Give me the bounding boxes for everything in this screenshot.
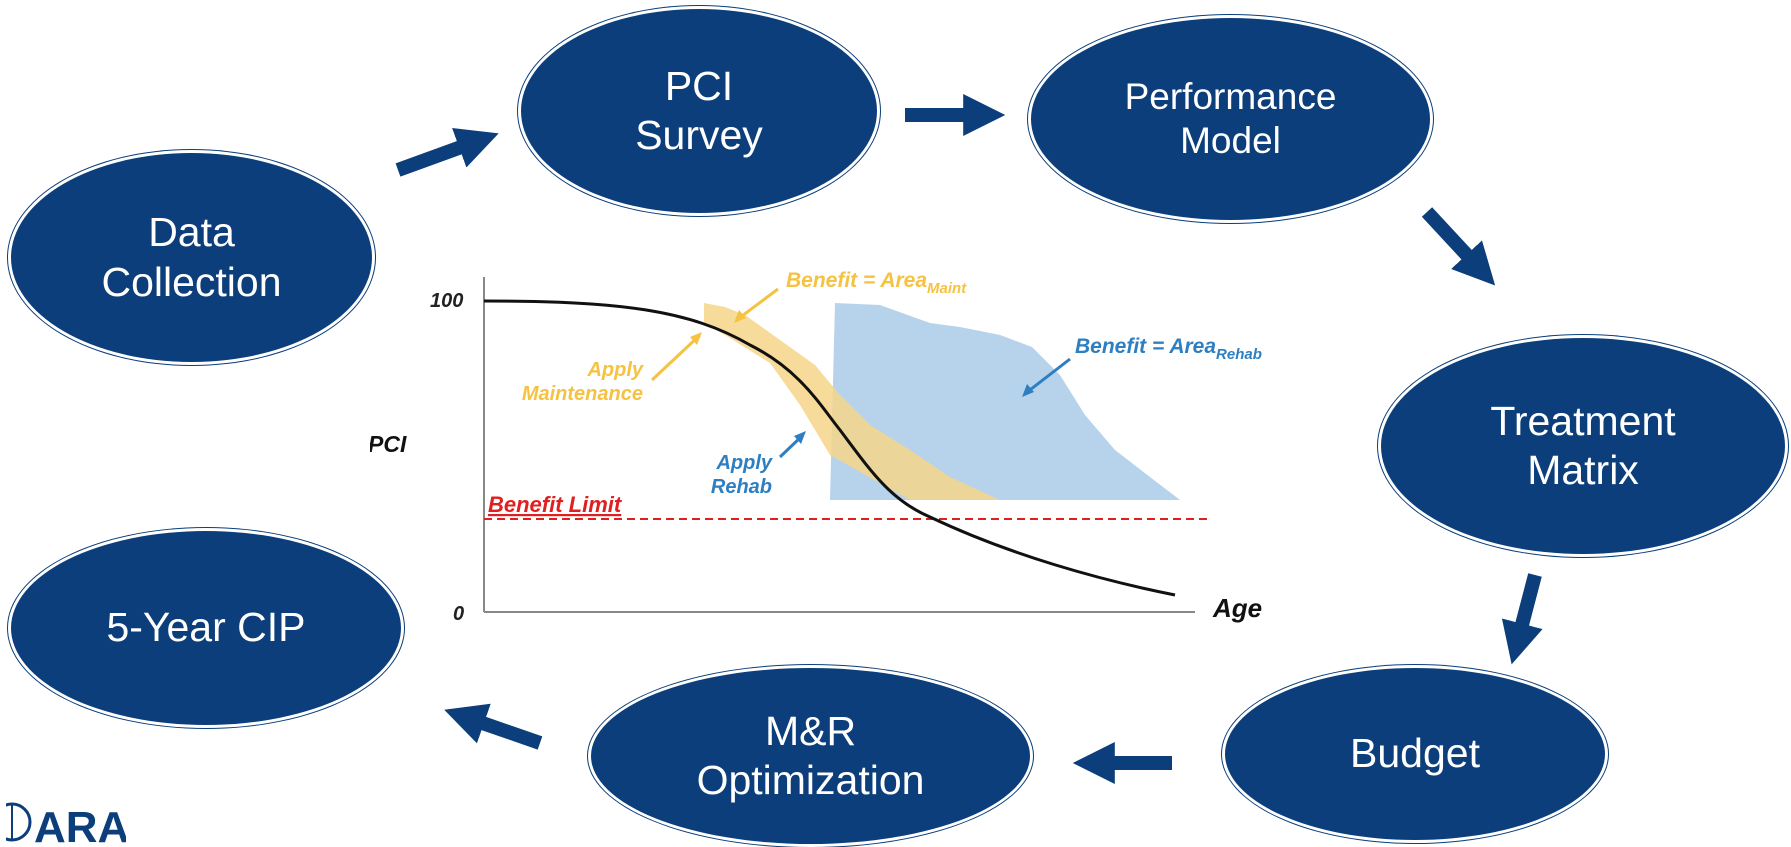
benefit-rehab-sub: Rehab [1216,346,1262,363]
node-performance-model-line1: Performance [1124,75,1337,117]
benefit-rehab-prefix: Benefit = Area [1075,335,1216,358]
benefit-maint-sub: Maint [927,280,967,297]
benefit-maint-prefix: Benefit = Area [786,269,927,292]
x-axis-label: Age [1212,593,1262,623]
apply-maintenance-line2: Maintenance [522,383,643,405]
apply-rehab-arrowhead [794,431,806,444]
node-five-year-cip-line1: 5-Year CIP [106,604,306,651]
node-performance-model-line2: Model [1180,120,1281,161]
benefit-maint-arrowhead [734,310,746,323]
node-data-collection-line1: Data [148,209,235,256]
node-budget-line1: Budget [1350,730,1480,777]
node-budget: Budget [1222,665,1608,843]
arrow-data-to-pci [395,128,499,177]
apply-rehab-line2: Rehab [711,476,772,498]
benefit-rehab-arrow [1025,357,1071,395]
node-five-year-cip: 5-Year CIP [8,528,404,728]
node-mr-optimization-line2: Optimization [696,757,925,803]
benefit-maint-label: Benefit = AreaMaint [786,269,967,297]
apply-maintenance-arrow [650,333,702,382]
pci-deterioration-chart: 100 0 PCI Age Benefit Limit Apply Mainte… [370,269,1262,625]
apply-maintenance-line1: Apply [586,359,643,381]
node-treatment-matrix-line2: Matrix [1527,447,1639,493]
node-mr-optimization-line1: M&R [764,707,857,754]
logo-globe-icon [6,802,32,842]
node-data-collection-line2: Collection [101,258,282,305]
node-treatment-matrix: Treatment Matrix [1378,335,1788,557]
node-data-collection: Data Collection [8,150,375,365]
ara-logo: ARA [6,802,126,845]
node-performance-model: Performance Model [1028,15,1433,223]
node-pci-survey: PCI Survey [518,6,880,216]
apply-maintenance-arrowhead [690,332,702,345]
arrow-mr-to-cip [444,703,543,750]
benefit-rehab-arrowhead [1022,384,1034,397]
benefit-rehab-label: Benefit = AreaRehab [1075,335,1262,363]
node-pci-survey-line1: PCI [664,62,734,109]
y-tick-0: 0 [453,603,464,625]
maintenance-benefit-area [704,303,1000,500]
deterioration-curve [483,299,1176,597]
arrow-performance-to-treatment [1421,207,1496,286]
y-tick-100: 100 [430,290,463,312]
node-mr-optimization: M&R Optimization [588,665,1033,847]
node-pci-survey-line2: Survey [635,112,763,158]
arrow-treatment-to-budget [1501,573,1543,665]
node-treatment-matrix-line1: Treatment [1490,397,1676,444]
logo-text: ARA [34,803,126,845]
apply-rehab-line1: Apply [715,452,772,474]
benefit-limit-label: Benefit Limit [488,492,623,517]
rehab-benefit-area [830,303,1180,500]
y-axis-label: PCI [370,431,407,457]
benefit-maint-arrow [737,287,779,321]
